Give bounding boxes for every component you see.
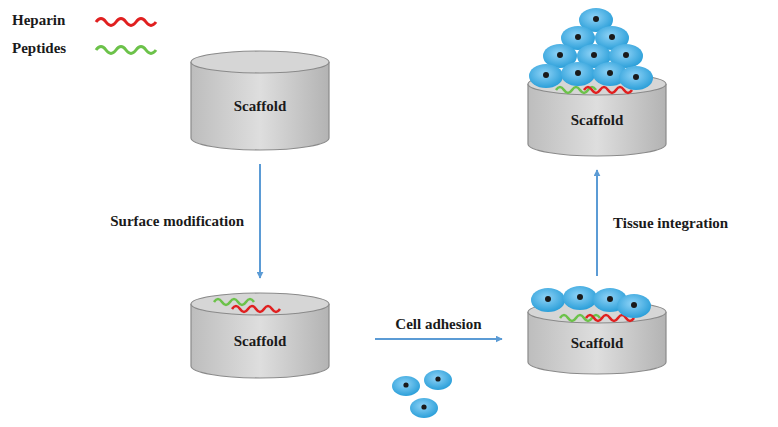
scaffold-label: Scaffold (190, 333, 330, 350)
flow-arrow (596, 170, 598, 276)
scaffold-label: Scaffold (527, 112, 667, 129)
scaffold-cylinder: Scaffold (190, 292, 330, 378)
step-label: Tissue integration (611, 215, 730, 232)
step-label: Surface modification (108, 213, 246, 230)
free-cells (392, 370, 452, 418)
legend-label: Peptides (12, 40, 66, 57)
peptide-sample (96, 47, 156, 54)
scaffold-label: Scaffold (527, 335, 667, 352)
heparin-sample (96, 19, 156, 26)
integrated-cells (529, 8, 653, 90)
adhered-cells (531, 286, 651, 318)
scaffold-label: Scaffold (190, 98, 330, 115)
flow-arrow (375, 338, 502, 340)
scaffold-cylinder: Scaffold (190, 50, 330, 150)
legend-label: Heparin (12, 12, 65, 29)
flow-arrow (259, 164, 261, 278)
step-label: Cell adhesion (393, 316, 483, 333)
